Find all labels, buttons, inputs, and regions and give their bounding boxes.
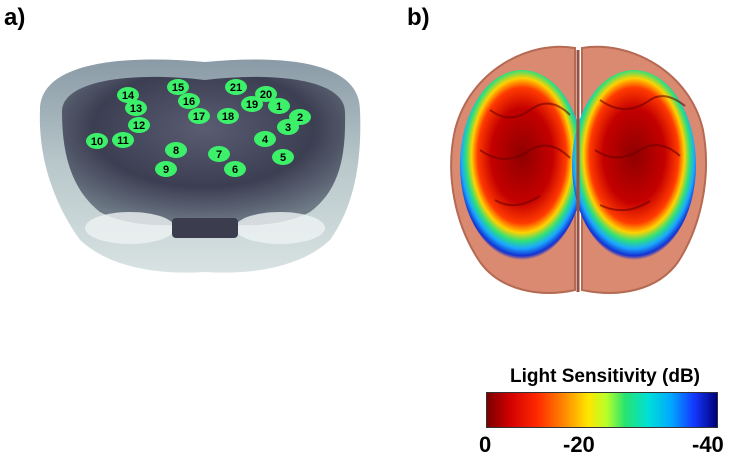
electrode-15: 15 (167, 79, 189, 95)
electrode-12: 12 (128, 117, 150, 133)
electrode-patch (277, 119, 299, 135)
electrode-16: 16 (178, 93, 200, 109)
electrode-label: 13 (130, 103, 142, 115)
electrode-patch (167, 79, 189, 95)
electrode-14: 14 (117, 87, 139, 103)
electrode-label: 17 (193, 111, 205, 123)
electrode-patch (224, 161, 246, 177)
electrode-patch (255, 86, 277, 102)
colorbar-title: Light Sensitivity (dB) (510, 366, 700, 387)
electrode-4: 4 (254, 131, 276, 147)
colorbar-tick-minus-40: -40 (692, 432, 724, 457)
colorbar-tick-0: 0 (479, 432, 492, 457)
electrode-label: 18 (222, 111, 234, 123)
electrode-11: 11 (112, 132, 134, 148)
panel-a-label: a) (4, 4, 26, 31)
electrode-patch (208, 146, 230, 162)
electrode-label: 6 (232, 164, 238, 176)
electrode-7: 7 (208, 146, 230, 162)
electrode-label: 19 (246, 99, 258, 111)
electrode-patch (165, 142, 187, 158)
electrode-3: 3 (277, 119, 299, 135)
electrode-13: 13 (125, 100, 147, 116)
electrode-patch (241, 96, 263, 112)
electrode-17: 17 (188, 108, 210, 124)
colorbar-gradient (486, 392, 718, 428)
electrode-label: 7 (216, 149, 222, 161)
neck-opening (172, 218, 238, 238)
electrode-patch (217, 108, 239, 124)
electrode-patch (225, 79, 247, 95)
electrode-6: 6 (224, 161, 246, 177)
brain-sulci (479, 95, 686, 212)
electrode-20: 20 (255, 86, 277, 102)
electrode-patch (86, 133, 108, 149)
sensitivity-map-right (572, 70, 696, 260)
electrode-patch (112, 132, 134, 148)
electrode-patch (254, 131, 276, 147)
electrode-label: 2 (297, 112, 303, 124)
electrode-label: 1 (276, 101, 282, 113)
electrode-9: 9 (155, 161, 177, 177)
colorbar-tick-minus-20: -20 (563, 432, 595, 457)
electrode-patch (268, 98, 290, 114)
electrode-19: 19 (241, 96, 263, 112)
electrode-8: 8 (165, 142, 187, 158)
sensitivity-map-left (460, 70, 584, 260)
electrode-label: 10 (91, 136, 103, 148)
electrode-10: 10 (86, 133, 108, 149)
electrode-label: 9 (163, 164, 169, 176)
electrode-18: 18 (217, 108, 239, 124)
electrode-patch (272, 149, 294, 165)
electrode-label: 5 (280, 152, 286, 164)
electrode-patch (117, 87, 139, 103)
electrode-patch (128, 117, 150, 133)
electrode-label: 8 (173, 145, 179, 157)
head-cavity (62, 76, 346, 226)
electrode-5: 5 (272, 149, 294, 165)
electrode-patch (125, 100, 147, 116)
electrode-label: 4 (262, 134, 269, 146)
electrode-label: 14 (122, 90, 135, 102)
head-highlight-right (235, 212, 325, 244)
electrode-21: 21 (225, 79, 247, 95)
panel-b-label: b) (407, 4, 430, 31)
head-highlight-left (85, 212, 175, 244)
electrode-label: 3 (285, 122, 291, 134)
electrode-patch (155, 161, 177, 177)
electrode-1: 1 (268, 98, 290, 114)
electrode-label: 20 (260, 89, 272, 101)
electrode-label: 16 (183, 96, 195, 108)
electrode-patch (178, 93, 200, 109)
electrode-label: 15 (172, 82, 184, 94)
electrode-patch (188, 108, 210, 124)
electrode-label: 12 (133, 120, 145, 132)
electrode-label: 11 (117, 135, 129, 147)
brain-model (450, 45, 707, 294)
head-model (39, 59, 361, 273)
electrode-label: 21 (230, 82, 242, 94)
